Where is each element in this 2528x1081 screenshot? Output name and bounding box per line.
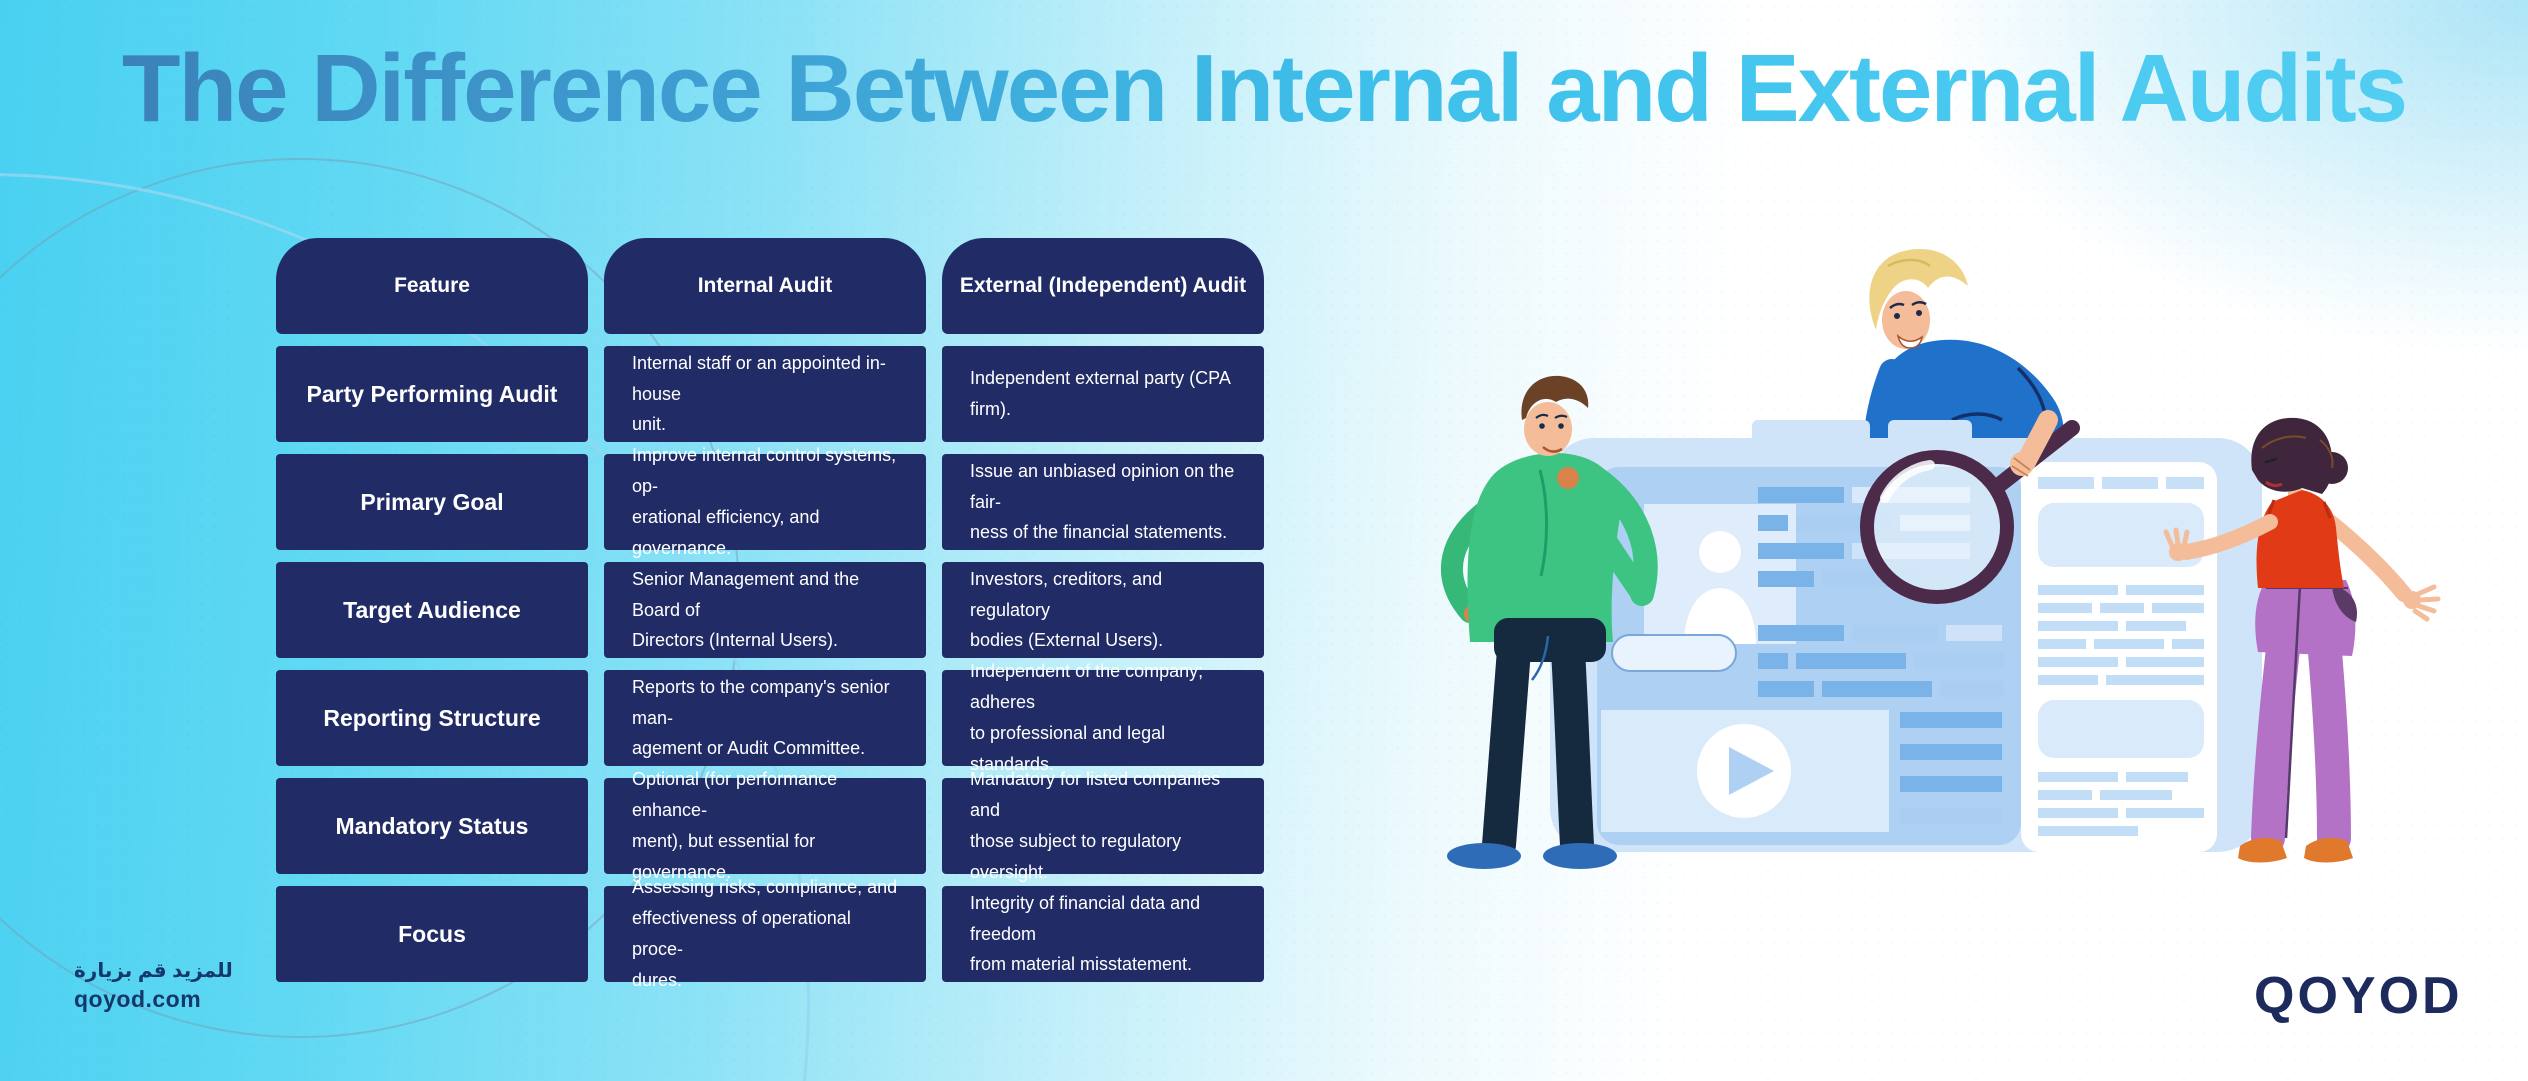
search-pill <box>1611 634 1737 672</box>
shoe <box>2304 837 2353 863</box>
row-label: Mandatory Status <box>276 778 588 874</box>
table-cell: Independent external party (CPA firm). <box>942 346 1264 442</box>
table-cell: Investors, creditors, and regulatory bod… <box>942 562 1264 658</box>
shoe <box>1447 843 1521 869</box>
row-label: Target Audience <box>276 562 588 658</box>
user-avatar-icon <box>1699 531 1741 573</box>
magnifying-glass-icon <box>1860 410 2080 604</box>
row-label: Primary Goal <box>276 454 588 550</box>
column-header-feature: Feature <box>276 238 588 334</box>
website-link[interactable]: qoyod.com <box>74 986 202 1012</box>
table-cell: Independent of the company; adheres to p… <box>942 661 1264 774</box>
shoe <box>1543 843 1617 869</box>
page-title: The Difference Between Internal and Exte… <box>0 34 2528 144</box>
row-label: Reporting Structure <box>276 670 588 766</box>
video-player-card <box>1601 710 1889 832</box>
row-label: Focus <box>276 886 588 982</box>
visit-text-arabic: للمزيد قم بزيارة <box>74 960 233 982</box>
comparison-table: Feature Internal Audit External (Indepen… <box>276 238 1264 990</box>
table-cell: Senior Management and the Board of Direc… <box>604 562 926 658</box>
column-header-internal-audit: Internal Audit <box>604 238 926 334</box>
qoyod-logo: QOYOD <box>2254 967 2463 1025</box>
table-cell: Improve internal control systems, op- er… <box>604 445 926 558</box>
white-panel-content <box>2038 477 2204 836</box>
row-label: Party Performing Audit <box>276 346 588 442</box>
table-cell: Assessing risks, compliance, and effecti… <box>604 877 926 990</box>
table-cell: Optional (for performance enhance- ment)… <box>604 769 926 882</box>
table-cell: Internal staff or an appointed in-house … <box>604 346 926 442</box>
visit-footer: للمزيد قم بزيارة qoyod.com <box>74 958 233 1013</box>
column-header-external-audit: External (Independent) Audit <box>942 238 1264 334</box>
person-left-green-shirt <box>1441 375 1658 869</box>
play-icon <box>1729 747 1774 795</box>
table-cell: Reports to the company's senior man- age… <box>604 670 926 766</box>
audit-illustration <box>1441 249 2441 869</box>
table-cell: Mandatory for listed companies and those… <box>942 769 1264 882</box>
table-cell: Issue an unbiased opinion on the fair- n… <box>942 454 1264 550</box>
person-right-red-top <box>2163 417 2441 863</box>
shoe <box>2238 837 2287 863</box>
table-cell: Integrity of financial data and freedom … <box>942 886 1264 982</box>
